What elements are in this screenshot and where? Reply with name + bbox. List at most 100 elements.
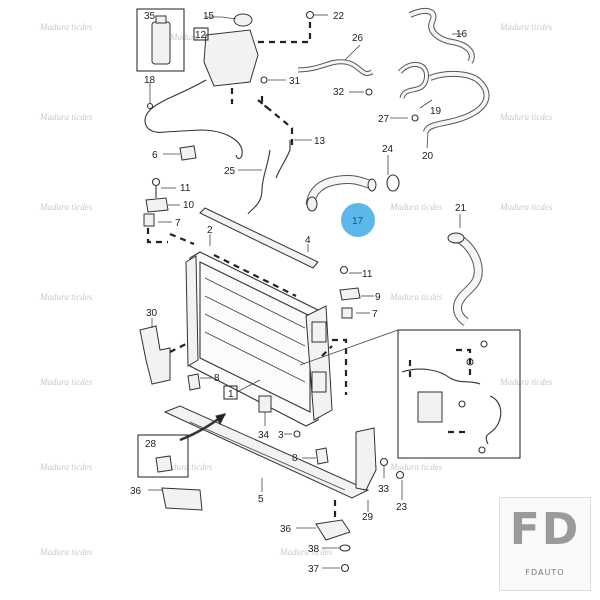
- callout-11-top: 11: [180, 183, 191, 194]
- callout-26: 26: [352, 33, 364, 44]
- callout-1: 1: [228, 389, 234, 400]
- callout-5: 5: [258, 494, 264, 505]
- mount-7-right: [341, 307, 353, 319]
- mount-8-left: [187, 373, 201, 391]
- callout-37: 37: [308, 564, 320, 575]
- callout-12-box: [193, 27, 209, 41]
- callout-3: 3: [278, 430, 284, 441]
- pipe-detail: [401, 368, 481, 385]
- bracket-10: [145, 197, 169, 213]
- tank-cap: [233, 13, 253, 27]
- callout-30: 30: [146, 308, 158, 319]
- callout-17-highlight: [341, 203, 375, 237]
- callout-13: 13: [314, 136, 326, 147]
- watermark: Mаdura tiсdes: [159, 462, 213, 472]
- clip-27: [411, 114, 419, 122]
- callout-2: 2: [207, 225, 213, 236]
- logo-mark: FD: [509, 504, 581, 555]
- grommet-28: [155, 455, 173, 473]
- callout-28: 28: [145, 439, 157, 450]
- callout-29: 29: [362, 512, 374, 523]
- callout-12: 12: [195, 30, 207, 41]
- callout-7-right: 7: [372, 309, 378, 320]
- watermark: Mаdura tiсdes: [39, 22, 93, 32]
- callout-9: 9: [375, 292, 381, 303]
- pin-3: [293, 430, 301, 438]
- watermark: Mаdura tiсdes: [499, 22, 553, 32]
- callout-35: 35: [144, 11, 156, 22]
- callout-27: 27: [378, 114, 390, 125]
- callouts: 35 15 22 12 26 16 18 31 3 2 1 9 27 13 6 25…: [130, 11, 468, 575]
- coolant-bottle-cap: [155, 15, 167, 24]
- radiator: [185, 251, 333, 427]
- watermark: Mаdura tiсdes: [39, 377, 93, 387]
- callout-7-left: 7: [175, 218, 181, 229]
- mount-8-lower: [315, 447, 329, 465]
- hose-18: [144, 79, 243, 160]
- watermark: Mаdura tiсdes: [279, 547, 333, 557]
- coolant-bottle-frame: [136, 8, 185, 72]
- callout-36-bottom: 36: [280, 524, 292, 535]
- callout-17: 17: [352, 216, 364, 227]
- callout-8-lower: 8: [292, 453, 298, 464]
- callout-11-right: 11: [362, 269, 373, 280]
- callout-34: 34: [258, 430, 270, 441]
- bolt-11-top: [151, 177, 161, 187]
- watermark: Mаdura tiсdes: [39, 292, 93, 302]
- watermark: Mаdura tiсdes: [39, 112, 93, 122]
- bar-4: [199, 207, 319, 269]
- detail-block: [417, 391, 443, 423]
- clip-31: [260, 76, 268, 84]
- callout-23: 23: [396, 502, 408, 513]
- callout-28-box: [137, 434, 189, 478]
- bolt-11-right: [339, 265, 349, 275]
- hose-25: [247, 149, 271, 215]
- part-34: [258, 395, 272, 413]
- callout-25: 25: [224, 166, 236, 177]
- expansion-tank-group: [193, 10, 328, 87]
- watermark: Mаdura tiсdes: [169, 32, 223, 42]
- expansion-tank: [203, 29, 259, 87]
- callout-24: 24: [382, 144, 394, 155]
- clip-33: [379, 457, 389, 467]
- watermark: Mаdura tiсdes: [499, 202, 553, 212]
- callout-20: 20: [422, 151, 434, 162]
- callout-6: 6: [152, 150, 158, 161]
- bolt-22: [305, 10, 315, 20]
- brand-logo: FD FDAUTO: [499, 497, 591, 591]
- washer-38: [339, 544, 351, 552]
- detail-frame: [397, 329, 521, 459]
- callout-33: 33: [378, 484, 390, 495]
- watermark: Mаdura tiсdes: [389, 202, 443, 212]
- callout-31: 31: [289, 76, 301, 87]
- watermark: Mаdura tiсdes: [389, 462, 443, 472]
- clip-32: [365, 88, 373, 96]
- callout-8-left: 8: [214, 373, 220, 384]
- watermark: Mаdura tiсdes: [39, 462, 93, 472]
- bracket-9: [339, 287, 361, 301]
- callout-10: 10: [183, 200, 195, 211]
- detail-hose: [485, 395, 502, 445]
- coolant-bottle: [151, 21, 171, 65]
- watermark: Mаdura tiсdes: [499, 377, 553, 387]
- callout-22: 22: [333, 11, 345, 22]
- bracket-29: [355, 427, 377, 491]
- watermark: Mаdura tiсdes: [39, 202, 93, 212]
- callout-18: 18: [144, 75, 156, 86]
- callout-36-left: 36: [130, 486, 142, 497]
- detail-box: [299, 329, 521, 459]
- watermarks: Mаdura tiсdes Mаdura tiсdes Mаdura tiсde…: [39, 22, 553, 557]
- callout-38: 38: [308, 544, 320, 555]
- clip-6: [179, 145, 197, 161]
- watermark: Mаdura tiсdes: [39, 547, 93, 557]
- coolant-bottle-group: [136, 8, 185, 72]
- watermark: Mаdura tiсdes: [389, 292, 443, 302]
- bracket-36-bottom: [315, 519, 351, 541]
- clamp-24: [386, 174, 400, 192]
- callout-4: 4: [305, 235, 311, 246]
- mount-7-left: [143, 213, 155, 227]
- callout-15: 15: [203, 11, 215, 22]
- logo-label: FDAUTO: [525, 568, 565, 577]
- callout-16: 16: [456, 29, 468, 40]
